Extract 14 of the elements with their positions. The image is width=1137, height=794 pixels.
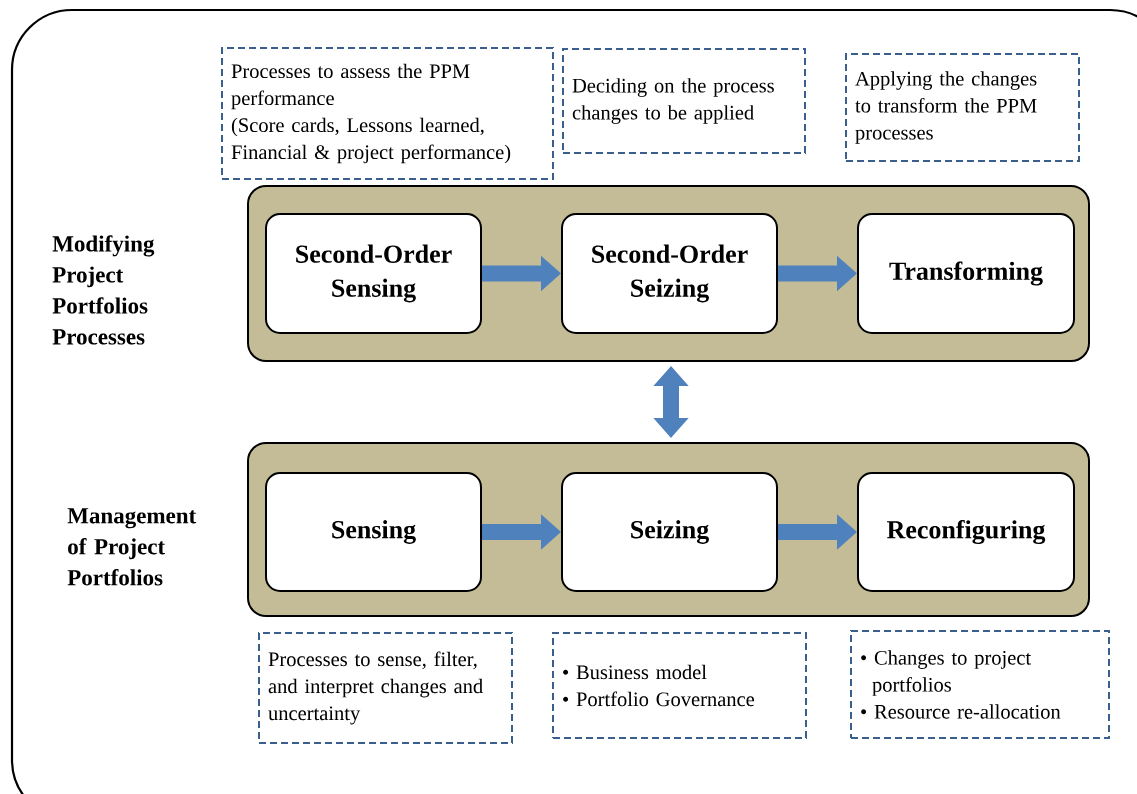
note-box: Applying the changes to transform the PPM processes	[845, 53, 1080, 162]
note-box: • Changes to project portfolios • Resource re-allocation	[850, 630, 1110, 739]
note-box: Processes to sense, filter, and interpret changes and uncertainty	[258, 632, 513, 744]
row-heading: Management of Project Portfolios	[67, 508, 197, 586]
note-box: • Business model • Portfolio Governance	[552, 632, 807, 739]
process-box: Sensing	[265, 472, 482, 592]
row-heading: Modifying Project Portfolios Processes	[52, 235, 155, 345]
note-box: Processes to assess the PPM performance (Score cards, Lessons learned, Financial & project performance)	[221, 47, 554, 180]
process-box: Reconfiguring	[857, 472, 1075, 592]
process-box: Second-Order Seizing	[561, 213, 778, 334]
note-box: Deciding on the process changes to be applied	[562, 48, 806, 154]
process-box: Seizing	[561, 472, 778, 592]
process-box: Transforming	[857, 213, 1075, 334]
process-box: Second-Order Sensing	[265, 213, 482, 334]
